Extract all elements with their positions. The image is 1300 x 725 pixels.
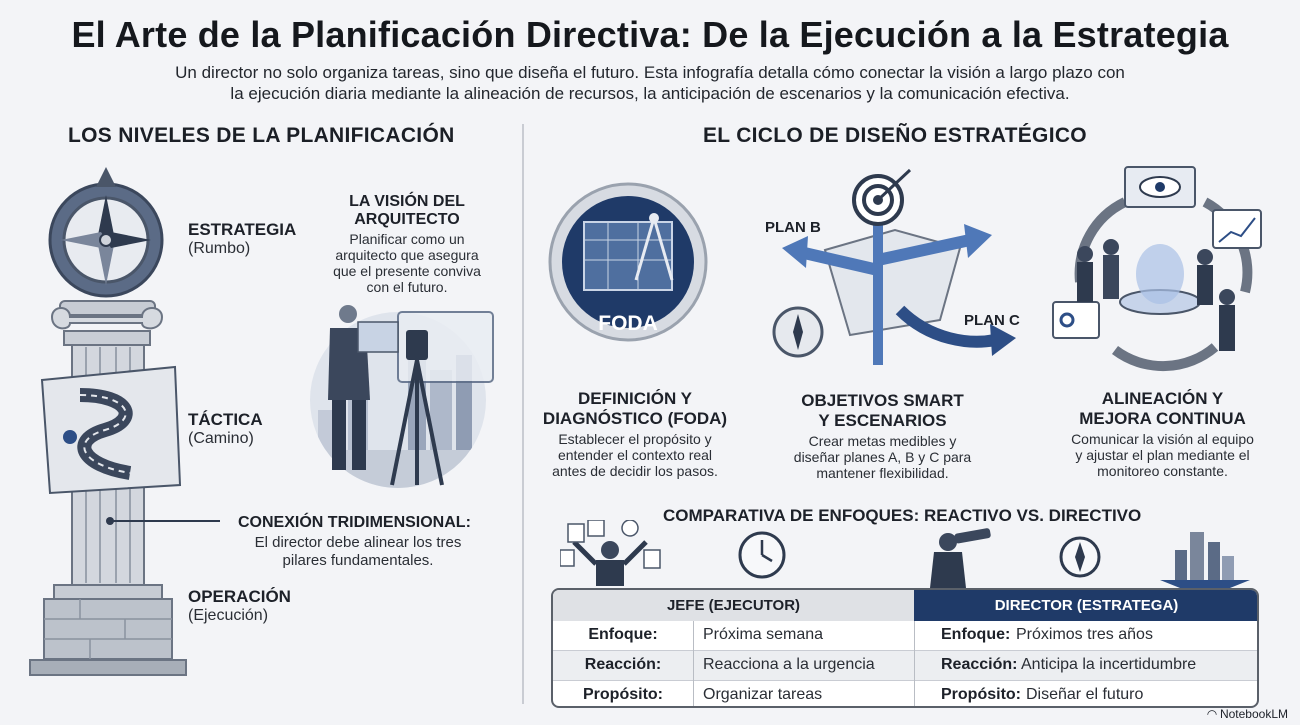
step-foda-text: Establecer el propósito y entender el co… bbox=[530, 431, 740, 479]
row-label: Reacción: bbox=[584, 656, 662, 673]
step-foda-title-1: DEFINICIÓN Y bbox=[578, 389, 692, 408]
location-pin-icon bbox=[63, 430, 77, 444]
table-header-director: DIRECTOR (ESTRATEGA) bbox=[914, 590, 1257, 621]
step-foda-line-2: entender el contexto real bbox=[557, 447, 713, 463]
chart-screen-icon bbox=[1212, 209, 1262, 249]
row-label-director: Propósito: bbox=[941, 686, 1021, 703]
notebook-icon: ◠ bbox=[1207, 707, 1220, 721]
architect-illustration bbox=[310, 305, 494, 488]
table-row: Enfoque: Próxima semana Enfoque: Próximo… bbox=[553, 621, 1257, 650]
level-tactic: TÁCTICA (Camino) bbox=[188, 410, 263, 448]
connection-line-2: pilares fundamentales. bbox=[282, 552, 434, 569]
level-operation-title: OPERACIÓN bbox=[188, 587, 291, 606]
connection-block: CONEXIÓN TRIDIMENSIONAL: El director deb… bbox=[238, 514, 508, 570]
architect-title-2: ARQUITECTO bbox=[354, 211, 460, 228]
foda-illustration bbox=[548, 182, 708, 342]
row-director-value: Diseñar el futuro bbox=[1026, 686, 1144, 703]
left-section-heading: LOS NIVELES DE LA PLANIFICACIÓN bbox=[68, 124, 455, 147]
step-foda-line-3: antes de decidir los pasos. bbox=[552, 463, 718, 479]
row-director-value: Próximos tres años bbox=[1016, 626, 1153, 643]
row-label-director: Reacción: bbox=[941, 656, 1018, 673]
boss-figure bbox=[601, 541, 619, 559]
step-alignment-line-2: y ajustar el plan mediante el bbox=[1075, 447, 1250, 463]
architect-title-1: LA VISIÓN DEL bbox=[349, 193, 465, 210]
step-smart-text: Crear metas medibles y diseñar planes A,… bbox=[775, 433, 990, 481]
connection-line-1: El director debe alinear los tres bbox=[254, 534, 462, 551]
section-divider bbox=[522, 124, 524, 704]
level-tactic-sub: (Camino) bbox=[188, 430, 254, 447]
col-divider bbox=[914, 621, 915, 706]
level-strategy-sub: (Rumbo) bbox=[188, 240, 251, 257]
step-smart: OBJETIVOS SMART Y ESCENARIOS Crear metas… bbox=[775, 391, 990, 481]
step-alignment-line-1: Comunicar la visión al equipo bbox=[1071, 431, 1254, 447]
subtitle-line-1: Un director no solo organiza tareas, sin… bbox=[175, 63, 1125, 82]
level-operation: OPERACIÓN (Ejecución) bbox=[188, 587, 291, 625]
step-alignment: ALINEACIÓN Y MEJORA CONTINUA Comunicar l… bbox=[1050, 389, 1275, 479]
row-label: Propósito: bbox=[583, 686, 663, 703]
footer-brand-label: NotebookLM bbox=[1219, 707, 1288, 721]
subtitle-line-2: la ejecución diaria mediante la alineaci… bbox=[230, 84, 1070, 103]
table-header-boss: JEFE (EJECUTOR) bbox=[553, 590, 914, 621]
pillar-illustration bbox=[29, 167, 220, 676]
architect-block: LA VISIÓN DEL ARQUITECTO Planificar como… bbox=[322, 193, 492, 295]
row-divider bbox=[553, 680, 1257, 681]
row-label-director: Enfoque: bbox=[941, 626, 1011, 643]
col-divider bbox=[693, 621, 694, 706]
right-section-heading: EL CICLO DE DISEÑO ESTRATÉGICO bbox=[703, 124, 1087, 147]
step-foda-line-1: Establecer el propósito y bbox=[558, 431, 712, 447]
comparison-table: JEFE (EJECUTOR) DIRECTOR (ESTRATEGA) Enf… bbox=[551, 588, 1259, 708]
gear-screen-icon bbox=[1052, 301, 1100, 339]
architect-line-4: con el futuro. bbox=[366, 279, 448, 295]
connection-title: CONEXIÓN TRIDIMENSIONAL: bbox=[238, 514, 471, 531]
footer-brand: ◠ NotebookLM bbox=[1207, 707, 1288, 721]
step-smart-line-1: Crear metas medibles y bbox=[808, 433, 957, 449]
row-divider bbox=[553, 650, 1257, 651]
telescope-icon bbox=[954, 528, 991, 544]
foda-badge: FODA bbox=[598, 312, 658, 335]
table-row: Reacción: Reacciona a la urgencia Reacci… bbox=[553, 651, 1257, 680]
comparison-illustrations bbox=[560, 520, 1250, 588]
page-subtitle: Un director no solo organiza tareas, sin… bbox=[150, 62, 1150, 104]
scenarios-illustration bbox=[772, 168, 1016, 365]
level-strategy: ESTRATEGIA (Rumbo) bbox=[188, 220, 296, 258]
step-smart-title-1: OBJETIVOS SMART bbox=[801, 391, 964, 410]
row-boss-value: Reacciona a la urgencia bbox=[703, 656, 875, 673]
director-figure bbox=[939, 533, 957, 551]
plan-c-label: PLAN C bbox=[964, 312, 1020, 329]
step-foda-title-2: DIAGNÓSTICO (FODA) bbox=[542, 409, 728, 428]
step-alignment-title-2: MEJORA CONTINUA bbox=[1079, 409, 1246, 428]
step-alignment-text: Comunicar la visión al equipo y ajustar … bbox=[1050, 431, 1275, 479]
level-strategy-title: ESTRATEGIA bbox=[188, 220, 297, 239]
row-boss-value: Organizar tareas bbox=[703, 686, 823, 703]
architect-line-2: arquitecto que asegura bbox=[335, 247, 479, 263]
architect-line-1: Planificar como un bbox=[349, 231, 465, 247]
step-smart-line-2: diseñar planes A, B y C para bbox=[793, 449, 972, 465]
level-tactic-title: TÁCTICA bbox=[188, 410, 263, 429]
step-smart-title-2: Y ESCENARIOS bbox=[818, 411, 947, 430]
row-boss-value: Próxima semana bbox=[703, 626, 824, 643]
architect-line-3: que el presente conviva bbox=[333, 263, 481, 279]
step-alignment-title-1: ALINEACIÓN Y bbox=[1101, 389, 1224, 408]
alignment-illustration bbox=[1052, 166, 1262, 372]
step-foda: DEFINICIÓN Y DIAGNÓSTICO (FODA) Establec… bbox=[530, 389, 740, 479]
plan-b-label: PLAN B bbox=[765, 219, 821, 236]
level-operation-sub: (Ejecución) bbox=[188, 607, 269, 624]
row-director-value: Anticipa la incertidumbre bbox=[1021, 656, 1197, 673]
step-alignment-line-3: monitoreo constante. bbox=[1097, 463, 1228, 479]
step-smart-line-3: mantener flexibilidad. bbox=[816, 465, 949, 481]
architect-text: Planificar como un arquitecto que asegur… bbox=[322, 231, 492, 295]
page-title: El Arte de la Planificación Directiva: D… bbox=[71, 14, 1229, 55]
comparison-heading: COMPARATIVA DE ENFOQUES: REACTIVO VS. DI… bbox=[663, 506, 1142, 525]
connection-text: El director debe alinear los tres pilare… bbox=[238, 534, 478, 570]
row-label: Enfoque: bbox=[588, 626, 658, 643]
table-row: Propósito: Organizar tareas Propósito: D… bbox=[553, 681, 1257, 706]
